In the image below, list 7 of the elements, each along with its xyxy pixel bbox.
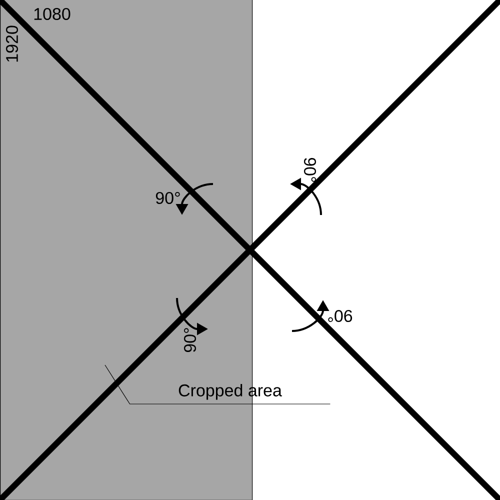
angle-label: 90°	[304, 158, 316, 182]
angle-label: 90°	[328, 310, 352, 322]
dimension-label: 1080	[34, 8, 70, 20]
leader-line	[104, 364, 330, 404]
angle-label: 90°	[184, 328, 196, 352]
dimension-label: 1920	[6, 26, 18, 62]
angle-label: 90°	[156, 192, 180, 204]
